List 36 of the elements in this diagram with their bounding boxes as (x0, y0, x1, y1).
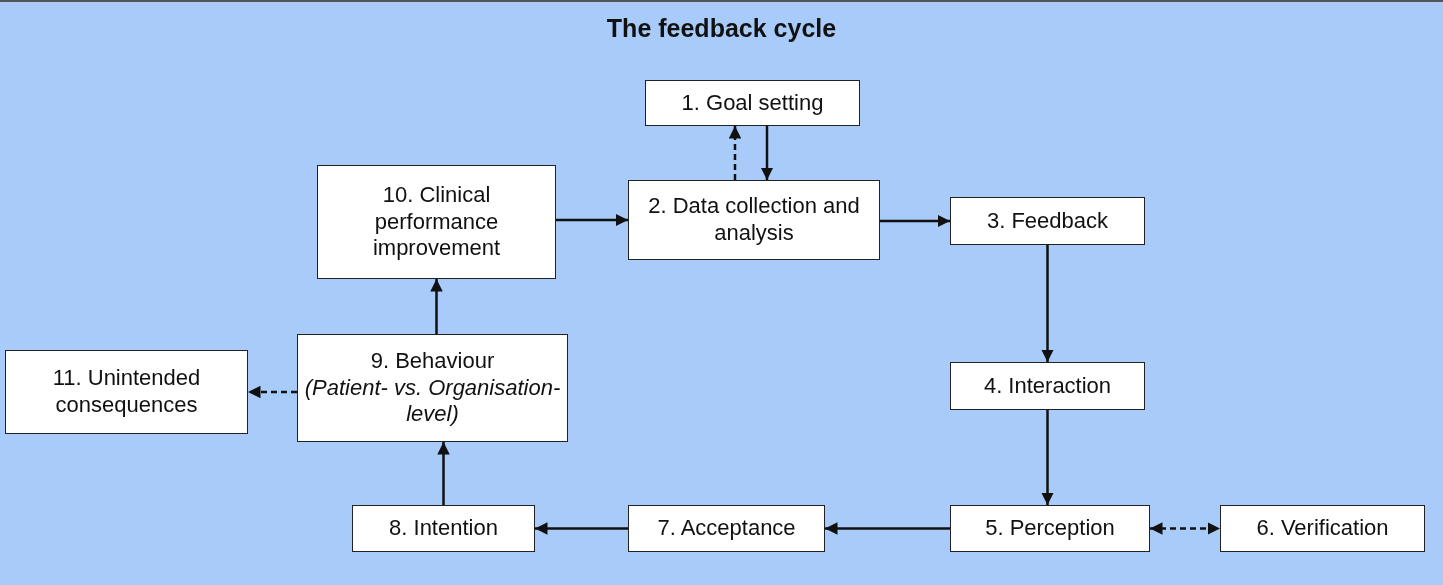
diagram-title: The feedback cycle (606, 14, 837, 43)
arrow (1041, 410, 1054, 505)
node-label: 6. Verification (1256, 515, 1389, 542)
process-box (950, 505, 1150, 552)
process-box (950, 362, 1145, 410)
node-label: 1. Goal setting (681, 89, 824, 117)
process-box (628, 180, 880, 260)
arrow (248, 385, 297, 399)
arrow (880, 214, 950, 228)
node-label: 11. Unintended consequences (51, 365, 202, 419)
node-label: 8. Intention (389, 515, 498, 542)
node-subtitle: (Patient- vs. Organisation-level) (304, 374, 561, 429)
arrow (728, 126, 742, 180)
process-box (950, 197, 1145, 245)
arrow (760, 126, 774, 180)
arrow (437, 442, 450, 505)
process-box (352, 505, 535, 552)
node-label: 4. Interaction (983, 372, 1112, 400)
arrow (535, 522, 628, 535)
node-label: 9. Behaviour (370, 347, 495, 375)
process-box (1220, 505, 1425, 552)
arrow (430, 279, 443, 334)
arrow (1150, 522, 1220, 535)
node-label: 7. Acceptance (657, 515, 796, 542)
arrow (556, 213, 628, 227)
node-label: 5. Perception (985, 515, 1115, 542)
node-label: 10. Clinical performance improvement (371, 181, 502, 263)
process-box (297, 334, 568, 442)
process-box (317, 165, 556, 279)
arrow (1041, 245, 1054, 362)
process-box (645, 80, 860, 126)
node-label: 3. Feedback (986, 207, 1109, 235)
node-label: 2. Data collection and analysis (647, 193, 861, 247)
process-box (628, 505, 825, 552)
arrow (825, 522, 950, 535)
process-box (5, 350, 248, 434)
